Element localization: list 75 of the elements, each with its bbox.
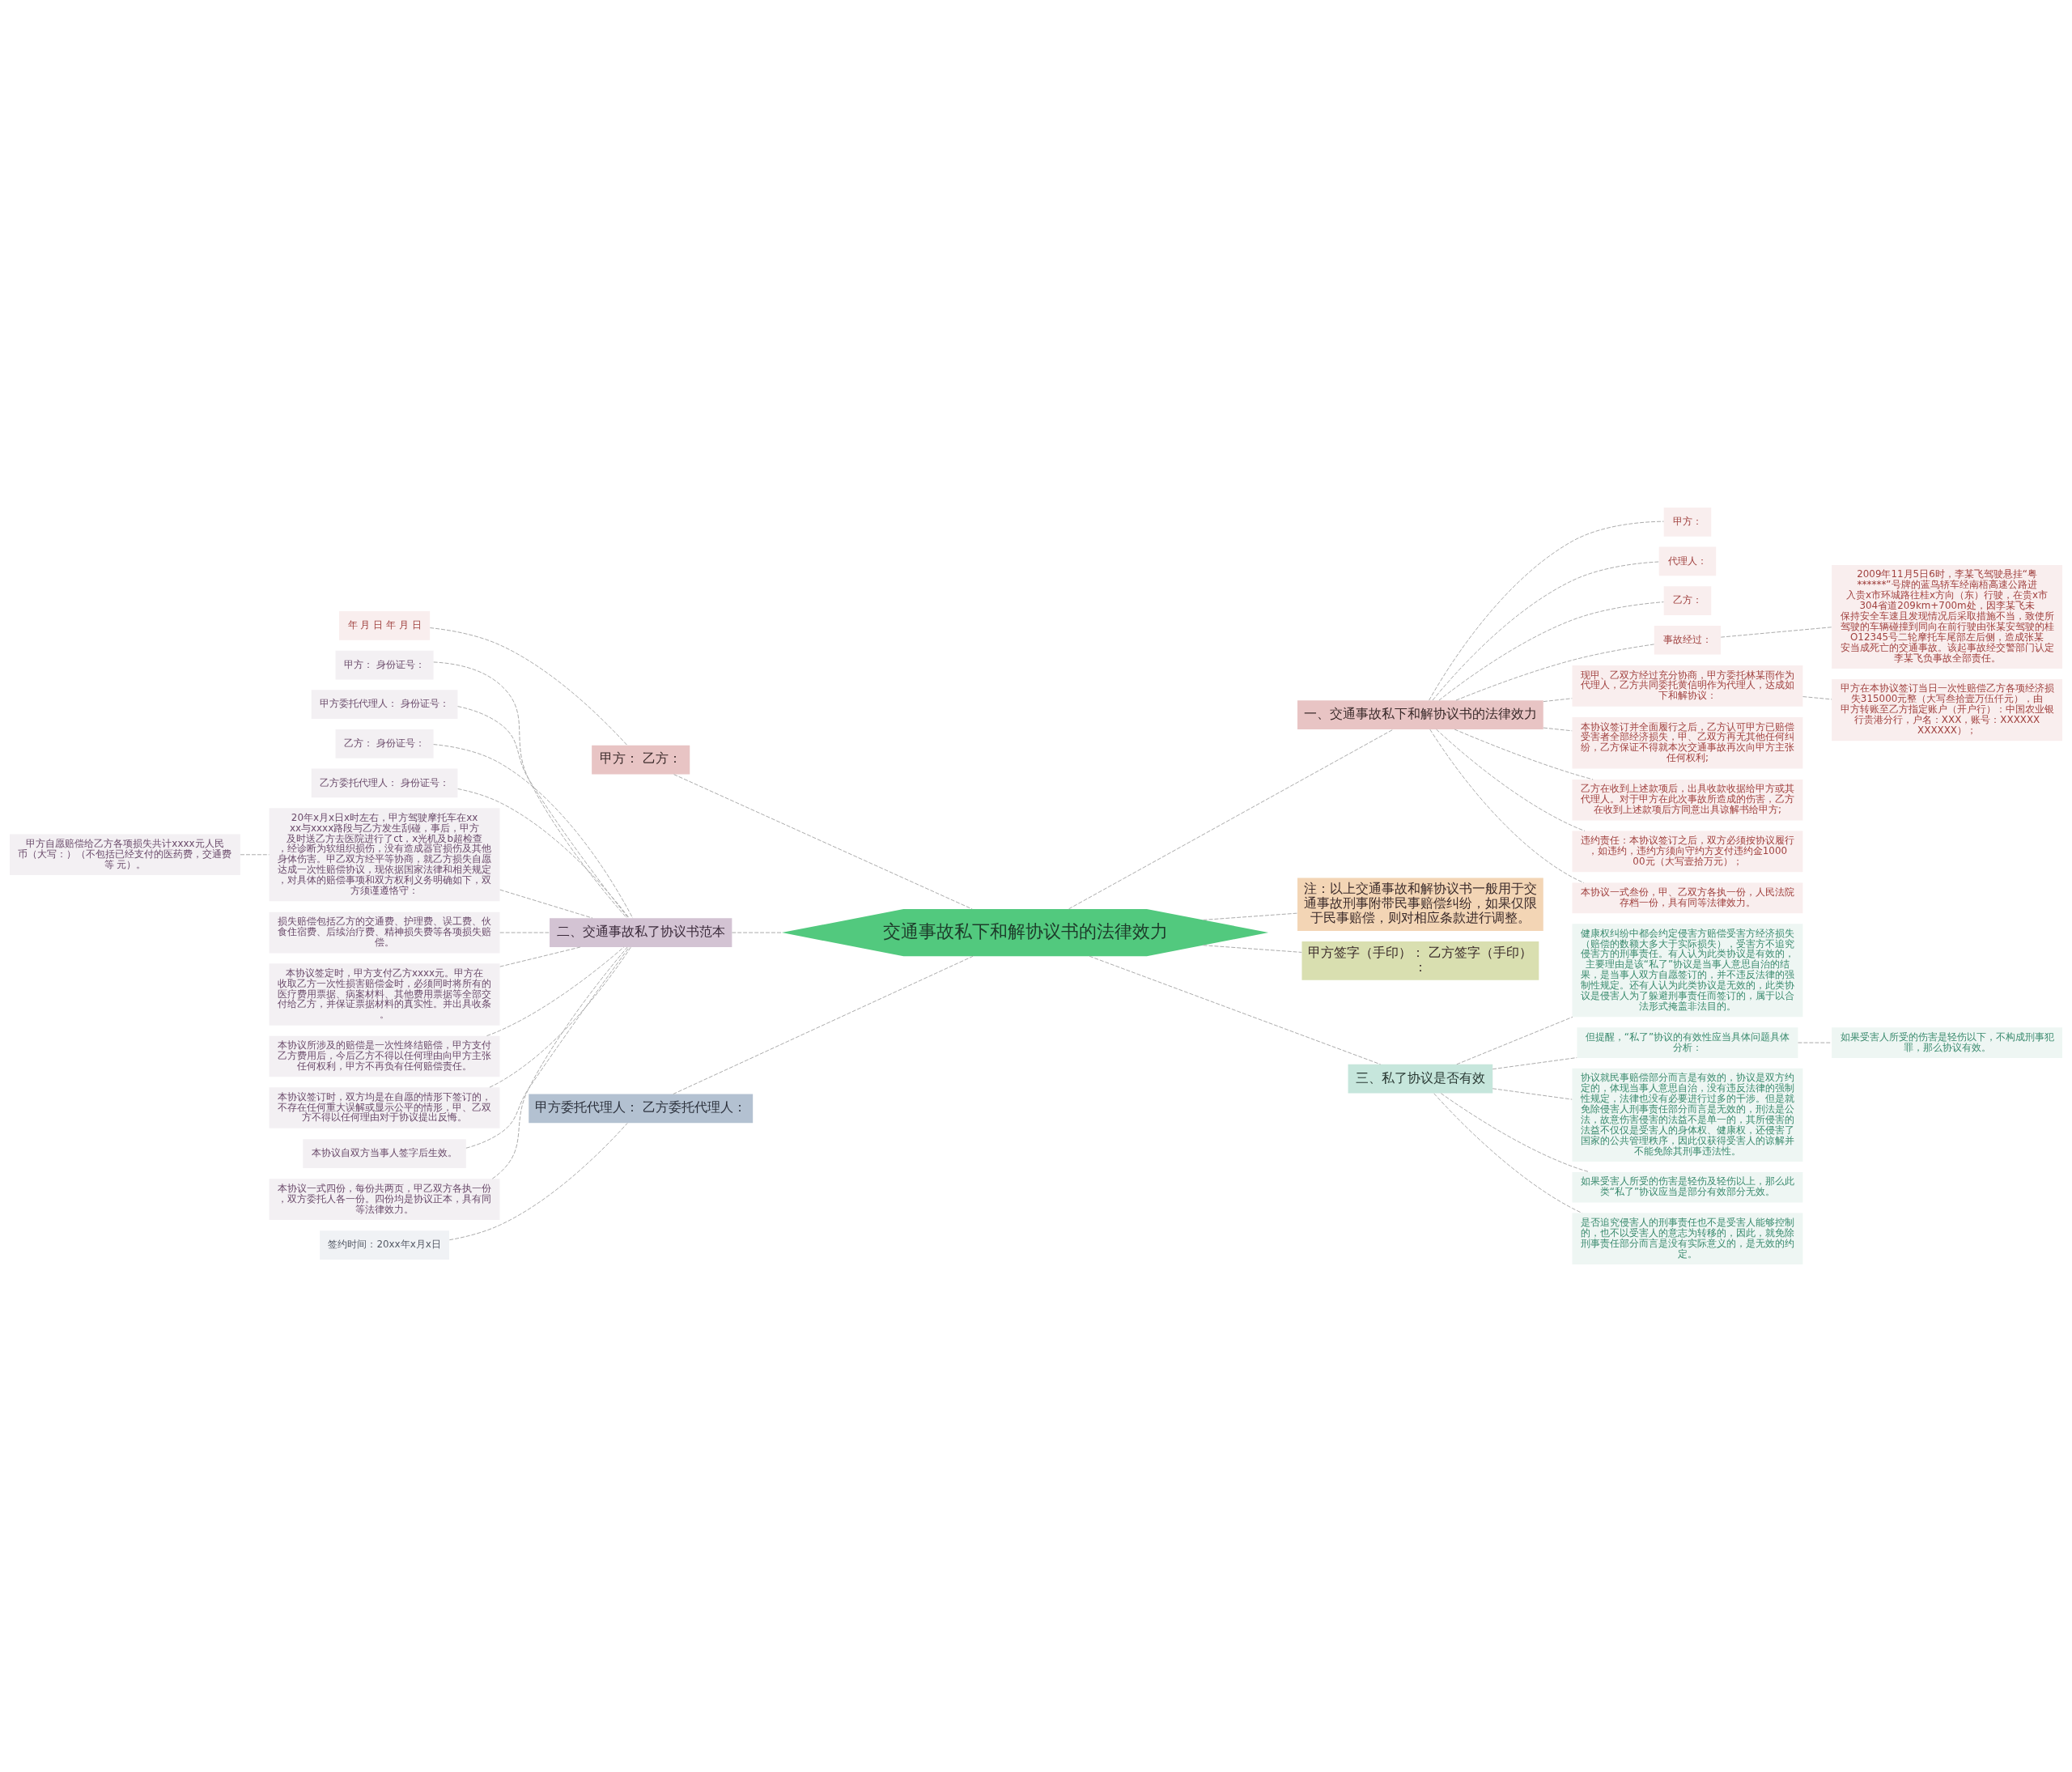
- node-box: 本协议一式四份，每份共两页，甲乙双方各执一份，双方委托人各一份。四份均是协议正本，具有同等法律效力。: [269, 1179, 500, 1220]
- node-box: 代理人：: [1658, 546, 1717, 576]
- node-box: 签约时间：20xx年x月x日: [320, 1230, 449, 1260]
- connector: [499, 889, 593, 919]
- connector: [429, 627, 628, 746]
- connector: [1089, 955, 1382, 1065]
- node-box: 现甲、乙双方经过充分协商，甲方委托林某雨作为代理人，乙方共同委托黄信明作为代理人，达成如下和解协议：: [1572, 665, 1803, 707]
- node-box: 甲方委托代理人： 乙方委托代理人：: [529, 1094, 754, 1124]
- node-box: 注：以上交通事故和解协议书一般用于交通事故刑事附带民事赔偿纠纷，如果仅限于民事赔偿，则对相应条款进行调整。: [1297, 878, 1543, 932]
- connector: [1543, 727, 1573, 732]
- node-box: 甲方： 身份证号：: [335, 650, 434, 680]
- connector: [499, 946, 581, 967]
- node-box: 但提醒，“私了”协议的有效性应当具体问题具体分析：: [1577, 1027, 1798, 1058]
- node-box: 甲方： 乙方：: [592, 745, 690, 775]
- node-box: 乙方委托代理人： 身份证号：: [311, 768, 458, 798]
- node-box: 三、私了协议是否有效: [1348, 1064, 1493, 1094]
- node-box: 本协议签定时，甲方支付乙方xxxx元。甲方在收取乙方一次性损害赔偿金时，必须同时将所有的医疗费用票据、病案材料、其他费用票据等全部交付给乙方，并保证票据材料的真实性。并出具收条。: [269, 963, 500, 1026]
- node-box: 年 月 日 年 月 日: [338, 611, 431, 640]
- connector: [1440, 1093, 1590, 1173]
- connector: [673, 955, 974, 1094]
- connector: [731, 932, 783, 933]
- connector: [1203, 945, 1302, 953]
- connector: [1720, 627, 1832, 638]
- node-box: 本协议一式叁份，甲、乙双方各执一份，人民法院存档一份，具有同等法律效力。: [1572, 882, 1803, 914]
- connector: [1433, 1093, 1583, 1213]
- node-box: 协议就民事赔偿部分而言是有效的，协议是双方约定的，体现当事人意思自治，没有违反法律的强制性规定，法律也没有必要进行过多的干涉。但是就免除侵害人刑事责任部分而言是无效的，刑法是公法，故意伤害侵害的法益不是单一的，其所侵害的法益不仅仅是受害人的身体权、健康权，还侵害了国家的公共管理秩序，因此仅获得受害人的谅解并不能免除其刑事违法性。: [1572, 1068, 1803, 1162]
- node-box: 乙方：: [1663, 586, 1712, 615]
- node-box: 二、交通事故私了协议书范本: [550, 918, 732, 947]
- node-box: 本协议签订时，双方均是在自愿的情形下签订的，不存在任何重大误解或显示公平的情形，甲、乙双方不得以任何理由对于协议提出反悔。: [269, 1087, 500, 1128]
- node-box: 甲方委托代理人： 身份证号：: [311, 690, 458, 720]
- node-box: 是否追究侵害人的刑事责任也不是受害人能够控制的，也不以受害人的意志为转移的，因此，就免除刑事责任部分而言是没有实际意义的，是无效的约定。: [1572, 1213, 1803, 1265]
- node-box: 乙方在收到上述款项后，出具收款收据给甲方或其代理人。对于甲方在此次事故所造成的伤害，乙方在收到上述款项后方同意出具谅解书给甲方;: [1572, 780, 1803, 821]
- node-box: 20年x月x日x时左右，甲方驾驶摩托车在xxxx与xxxx路段与乙方发生刮碰，事后，甲方及时送乙方去医院进行了ct，x光机及b超检查，经诊断为软组织损伤，没有造成器官损伤及其他身体伤害。甲乙双方经平等协商，就乙方损失自愿达成一次性赔偿协议，现依据国家法律和相关规定，对具体的赔偿事项和双方权利义务明确如下，双方须谨遵恪守：: [269, 808, 500, 902]
- node-box: 一、交通事故私下和解协议书的法律效力: [1297, 700, 1543, 729]
- node-box: 本协议自双方当事人签字后生效。: [303, 1139, 466, 1168]
- connector: [1492, 1057, 1577, 1070]
- connector: [1454, 729, 1594, 780]
- connector: [1798, 1042, 1832, 1043]
- connector: [457, 788, 630, 919]
- connector: [486, 946, 625, 1037]
- connector: [457, 706, 629, 919]
- node-box: 如果受害人所受的伤害是轻伤及轻伤以上，那么此类“私了”协议应当是部分有效部分无效。: [1572, 1171, 1803, 1203]
- node-box: 2009年11月5日6时，李某飞驾驶悬挂“粤******”号牌的蓝鸟轿车经南梧高速公路进入贵x市环城路往桂x方向（东）行驶，在贵x市304省道209km+700m处，因李某飞未保持安全车速且发现情况后采取措施不当，致使所驾驶的车辆碰撞到同向在前行驶由张某安驾驶的桂O12345号二轮摩托车尾部左后侧，造成张某安当成死亡的交通事故。该起事故经交警部门认定李某飞负事故全部责任。: [1832, 564, 2062, 669]
- node-box: 损失赔偿包括乙方的交通费、护理费、误工费、伙食住宿费、后续治疗费、精神损失费等各项损失赔偿。: [269, 911, 500, 954]
- node-box: 健康权纠纷中都会约定侵害方赔偿受害方经济损失（赔偿的数额大多大于实际损失），受害方不追究侵害方的刑事责任。有人认为此类协议是有效的，主要理由是该“私了”协议是当事人意思自治的结果，是当事人双方自愿签订的，并不违反法律的强制性规定。还有人认为此类协议是无效的，此类协议是侵害人为了躲避刑事责任而签订的，属于以合法形式掩盖非法目的。: [1572, 924, 1803, 1018]
- node-box: 本协议所涉及的赔偿是一次性终结赔偿，甲方支付乙方费用后，今后乙方不得以任何理由向甲方主张任何权利，甲方不再负有任何赔偿责任。: [269, 1035, 500, 1077]
- connector: [1432, 561, 1659, 701]
- node-box: 乙方： 身份证号：: [335, 729, 434, 759]
- connector: [1429, 729, 1585, 883]
- connector: [499, 932, 550, 933]
- node-box: 甲方在本协议签订当日一次性赔偿乙方各项经济损失315000元整（大写叁拾壹万伍仟元），由甲方转账至乙方指定账户（开户行）：中国农业银行贵港分行，户名：XXX，账号：XXXXXXXXXXXX）；: [1832, 678, 2062, 742]
- node-box: 甲方签字（手印）： 乙方签字（手印）：: [1301, 941, 1539, 980]
- connector: [1438, 601, 1664, 701]
- connector: [1455, 644, 1655, 701]
- node-box: 违约责任：本协议签订之后，双方必须按协议履行，如违约，违约方须向守约方支付违约金100000元（大写壹拾万元）；: [1572, 831, 1803, 873]
- connector: [489, 946, 631, 1088]
- connector: [1456, 1016, 1573, 1065]
- connector: [465, 946, 630, 1149]
- node-box: 事故经过：: [1654, 625, 1722, 655]
- connector: [1436, 729, 1586, 831]
- connector: [433, 744, 634, 919]
- node-box: 本协议签订并全面履行之后，乙方认可甲方已赔偿受害者全部经济损失，甲、乙双方再无其他任何纠纷，乙方保证不得就本次交通事故再次向甲方主张任何权利;: [1572, 717, 1803, 769]
- connector: [1802, 696, 1832, 700]
- connector: [240, 854, 270, 856]
- node-box: 甲方自愿赔偿给乙方各项损失共计xxxx元人民币（大写：）（不包括已经支付的医药费，交通费等 元）。: [10, 834, 240, 876]
- connector: [1203, 912, 1298, 920]
- connector: [1068, 729, 1394, 910]
- connector: [1429, 521, 1665, 701]
- connector: [1543, 698, 1573, 703]
- node-box: 甲方：: [1663, 507, 1712, 537]
- connector: [1492, 1088, 1573, 1100]
- connector: [491, 946, 628, 1179]
- connector: [673, 774, 973, 910]
- connector: [433, 661, 627, 919]
- connector: [448, 1123, 628, 1241]
